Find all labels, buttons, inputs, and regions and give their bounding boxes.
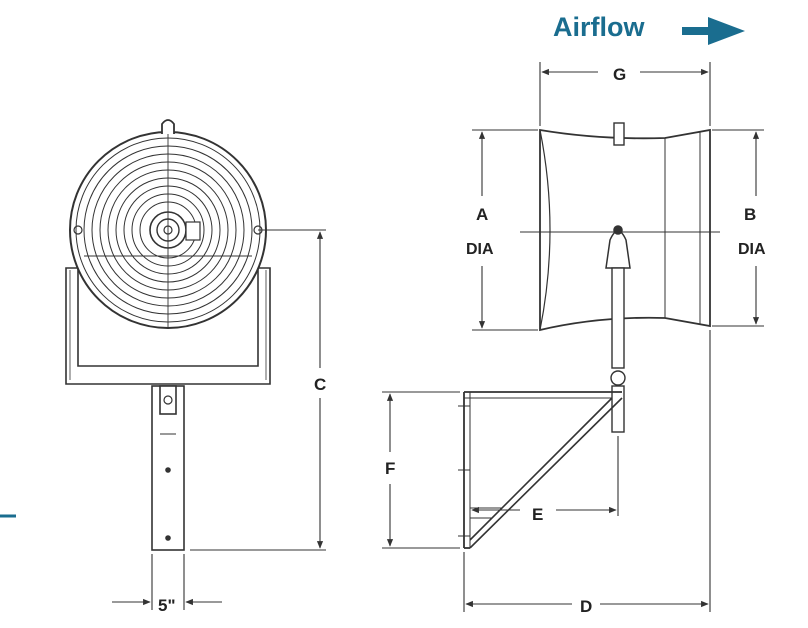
dimension-e: [471, 436, 619, 516]
dimension-b-label: B: [744, 205, 756, 224]
dimension-5in-label: 5": [158, 596, 176, 615]
airflow-indicator: Airflow: [553, 12, 745, 45]
dimension-f: [382, 391, 460, 549]
airflow-label: Airflow: [553, 12, 645, 42]
dimension-g-label: G: [613, 65, 626, 84]
dimension-d: [463, 330, 711, 612]
dimension-5in: [112, 554, 222, 610]
side-view: [458, 122, 720, 549]
side-pivot-arm: [605, 225, 631, 433]
dimension-a-dia-label: DIA: [466, 241, 494, 258]
front-view: [65, 119, 271, 551]
front-fan-guard: [69, 119, 267, 329]
side-fan-housing: [520, 122, 720, 332]
dimension-e-label: E: [532, 505, 543, 524]
dimension-a: [472, 129, 538, 331]
dimension-d-label: D: [580, 597, 592, 616]
airflow-arrow-icon: [682, 17, 745, 45]
dimension-b: [712, 129, 764, 327]
dimension-c-label: C: [314, 375, 326, 394]
dimension-a-label: A: [476, 205, 488, 224]
dimension-b-dia-label: DIA: [738, 241, 766, 258]
dimension-g: [539, 62, 711, 126]
dimension-f-label: F: [385, 459, 395, 478]
front-pole-mount: [151, 385, 185, 551]
dimension-c: [190, 229, 326, 551]
side-wall-bracket: [458, 391, 623, 549]
